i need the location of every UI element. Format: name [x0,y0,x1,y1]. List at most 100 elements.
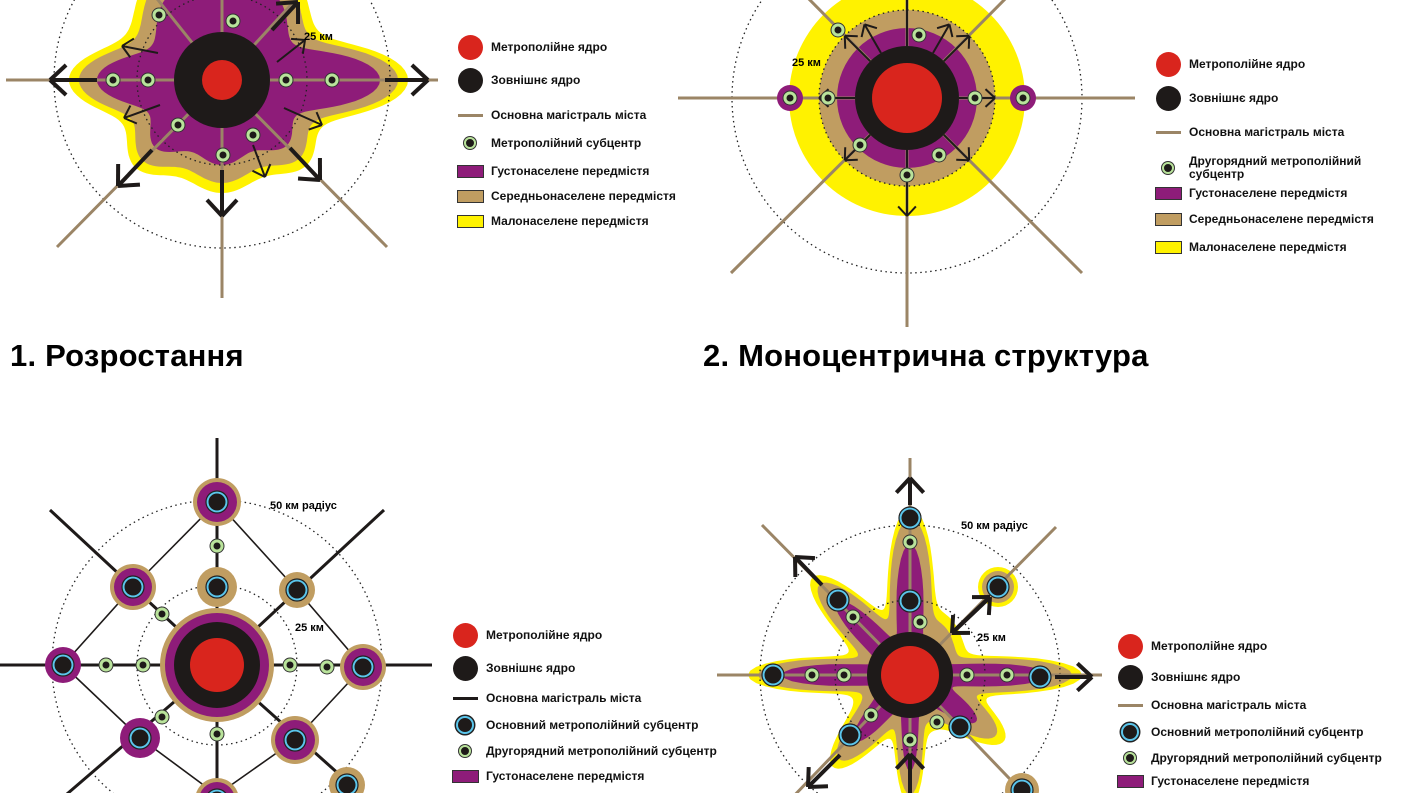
legend-label: Густонаселене передмістя [1189,187,1347,200]
secondary-subcenter-dot [329,77,336,84]
diagram-polycentric [0,438,432,793]
main-subcenter-core [1032,669,1049,686]
legend-item-metro-core: Метрополійне ядро [1153,51,1305,77]
arrow-shaft [808,755,840,787]
legend-item-main-sub-center: Основний метрополійний субцентр [450,712,698,738]
main-subcenter-core [990,579,1007,596]
outer-core-icon [1153,85,1183,111]
secondary-subcenter-dot [972,95,979,102]
legend-label: Середньонаселене передмістя [491,190,676,203]
arrow-head [910,478,924,493]
legend-label: Метрополійне ядро [1151,640,1267,653]
diagram-monocentric [678,0,1135,327]
secondary-subcenter-dot [156,12,163,19]
secondary-subcenter-dot [140,662,147,669]
legend-label: Метрополійний субцентр [491,137,641,150]
main-subcenter-core [902,593,919,610]
arrow-head [298,179,320,180]
secondary-subcenter-dot [287,662,294,669]
legend-label: Метрополійне ядро [1189,58,1305,71]
swatch-tan-icon [455,183,485,209]
legend-item-swatch-yellow: Малонаселене передмістя [455,208,649,234]
legend-label: Густонаселене передмістя [491,165,649,178]
legend-label: Густонаселене передмістя [486,770,644,783]
outer-core-icon [450,655,480,681]
legend-label: Основна магістраль міста [491,109,646,122]
secondary-subcenter-dot [230,18,237,25]
legend-item-sub-center: Другорядний метрополійний субцентр [1153,155,1364,181]
legend-label: Основна магістраль міста [486,692,641,705]
legend-label: Зовнішнє ядро [1151,671,1240,684]
legend-label: Середньонаселене передмістя [1189,213,1374,226]
legend-item-metro-core: Метрополійне ядро [455,34,607,60]
diagram-multinodal [717,458,1102,793]
legend-label: Основний метрополійний субцентр [1151,726,1363,739]
legend-item-metro-core: Метрополійне ядро [450,622,602,648]
secondary-subcenter-dot [250,132,257,139]
arrow-head [808,767,809,787]
metro-core-icon [1115,633,1145,659]
legend-label: Основний метрополійний субцентр [486,719,698,732]
legend-item-swatch-tan: Середньонаселене передмістя [1153,206,1374,232]
label-25km: 25 км [304,31,333,43]
swatch-yellow-icon [1153,234,1183,260]
secondary-subcenter-dot [214,543,221,550]
legend-item-swatch-purple: Густонаселене передмістя [1115,768,1309,794]
secondary-subcenter-dot [787,95,794,102]
road-tan-icon [1115,692,1145,718]
legend-item-swatch-purple: Густонаселене передмістя [1153,180,1347,206]
swatch-purple-icon [450,763,480,789]
main-subcenter-core [289,582,306,599]
secondary-subcenter-dot [907,737,914,744]
metropolitan-core [202,60,242,100]
legend-item-road-black: Основна магістраль міста [450,685,641,711]
secondary-subcenter-dot [907,539,914,546]
legend-label: Метрополійне ядро [491,41,607,54]
main-subcenter-core [132,730,149,747]
legend-label: Другорядний метрополійний субцентр [486,745,717,758]
secondary-subcenter-dot [857,142,864,149]
legend-item-swatch-purple: Густонаселене передмістя [455,158,649,184]
diagram-sprawl [6,0,438,298]
arrow-head [276,2,298,4]
legend-item-swatch-yellow: Малонаселене передмістя [1153,234,1347,260]
legend-item-outer-core: Зовнішнє ядро [455,67,580,93]
legend-label: Густонаселене передмістя [1151,775,1309,788]
label-25km: 25 км [977,632,1006,644]
secondary-subcenter-dot [825,95,832,102]
arrow-head [50,65,66,80]
arrow-head [412,65,428,80]
secondary-subcenter-dot [809,672,816,679]
label-25km: 25 км [792,57,821,69]
legend-item-sub-center: Метрополійний субцентр [455,130,641,156]
arrow-head [795,557,815,558]
legend-item-road-tan: Основна магістраль міста [1153,119,1344,145]
growth-arrow [808,755,840,787]
label-50km-radius: 50 км радіус [270,500,337,512]
legend-label: Основна магістраль міста [1189,126,1344,139]
panel-title-monocentric: 2. Моноцентрична структура [703,338,1149,374]
label-50km-radius: 50 км радіус [961,520,1028,532]
road-black-icon [450,685,480,711]
secondary-subcenter-dot [936,152,943,159]
arrow-head [118,185,140,186]
legend-label: Малонаселене передмістя [1189,241,1347,254]
legend-item-road-tan: Основна магістраль міста [1115,692,1306,718]
arrow-head [896,478,910,493]
secondary-subcenter-dot [835,27,842,34]
arrow-head [291,39,305,40]
arrow-head [952,615,953,633]
main-subcenter-core [830,592,847,609]
secondary-subcenter-dot [110,77,117,84]
metro-core-icon [455,34,485,60]
swatch-purple-icon [1115,768,1145,794]
main-subcenter-core [209,579,226,596]
main-sub-center-icon [1115,719,1145,745]
legend-label: Основна магістраль міста [1151,699,1306,712]
legend-label: Малонаселене передмістя [491,215,649,228]
metropolitan-core [872,63,942,133]
swatch-purple-icon [455,158,485,184]
secondary-subcenter-dot [934,719,941,726]
main-subcenter-core [339,777,356,794]
arrow-head [50,80,66,95]
